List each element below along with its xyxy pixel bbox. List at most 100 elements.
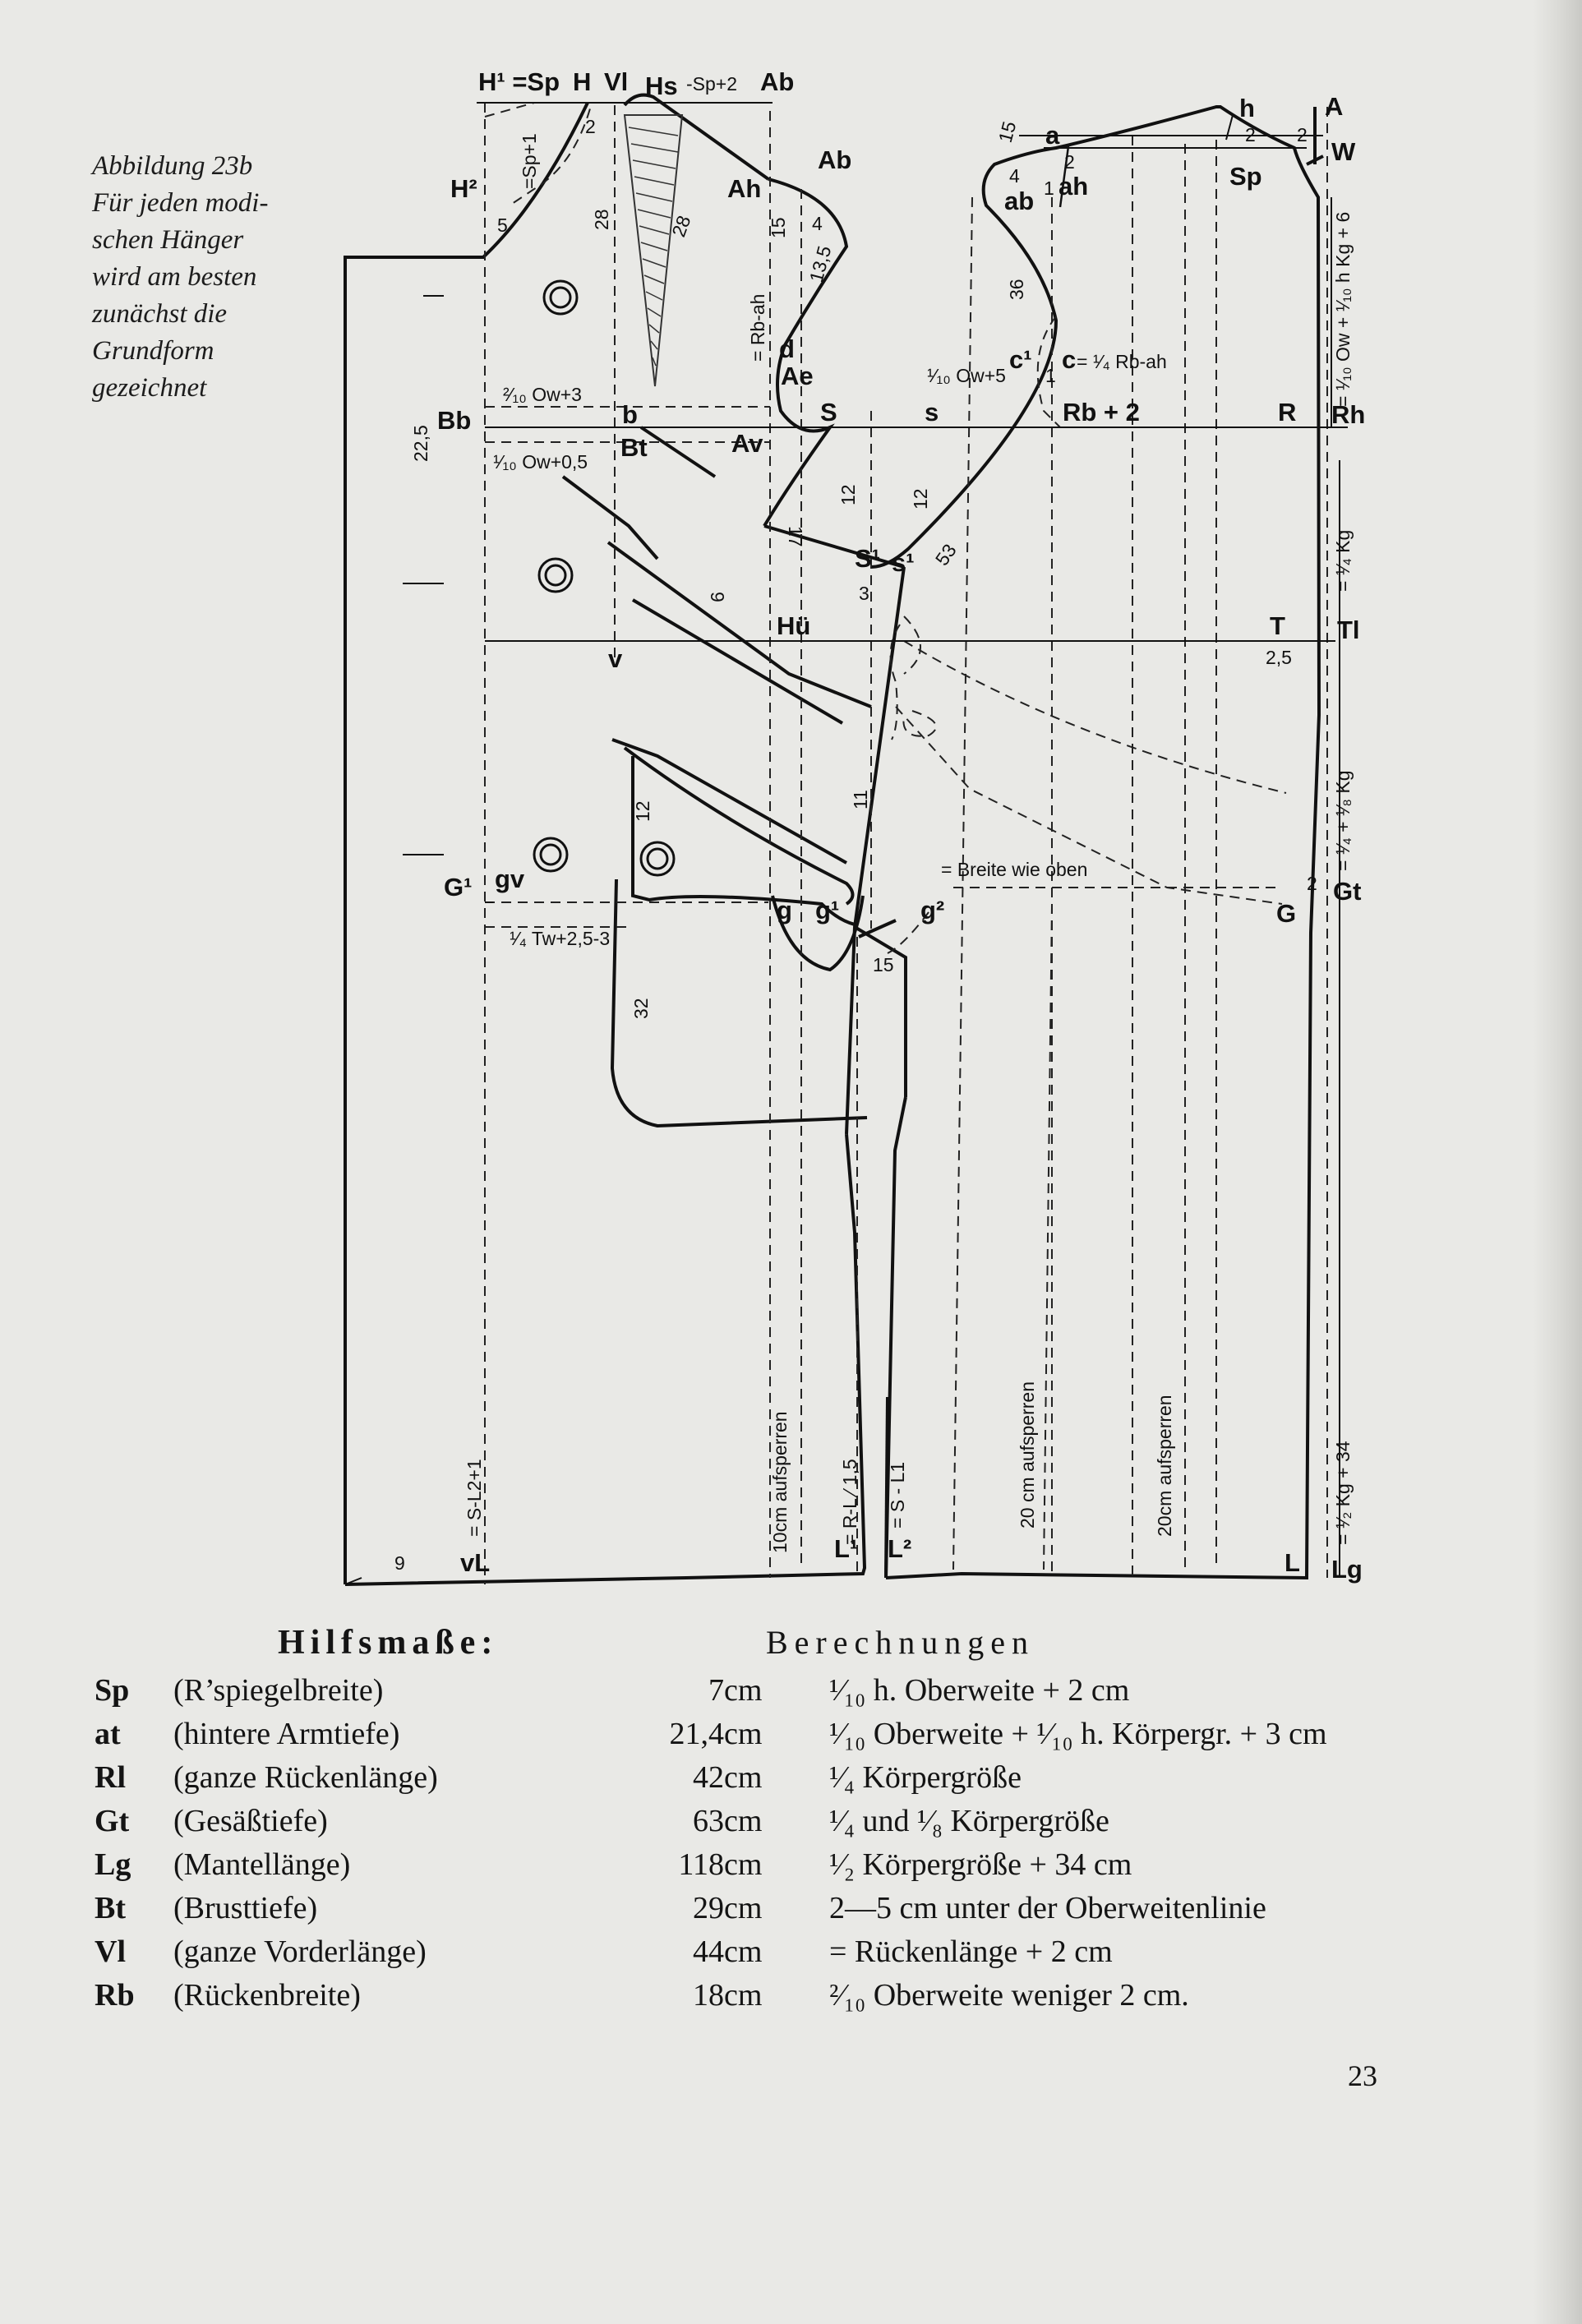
measure-description: (ganze Rückenlänge) xyxy=(173,1759,438,1795)
calc-heading: Berechnungen xyxy=(766,1624,1035,1661)
measure-value: 29 xyxy=(693,1890,724,1925)
label-Hu: Hü xyxy=(777,611,810,640)
label-S1: S¹ xyxy=(855,544,880,573)
measure-unit: cm xyxy=(724,1890,763,1925)
label-n4b: 4 xyxy=(1009,165,1020,187)
caption-line: Grundform xyxy=(92,336,214,366)
measure-description: (Gesäßtiefe) xyxy=(173,1803,328,1838)
measure-unit: cm xyxy=(724,1847,763,1882)
measure-description: (R’spiegelbreite) xyxy=(173,1672,384,1708)
measure-abbr: Rl xyxy=(95,1759,126,1795)
label-b: b xyxy=(622,400,638,429)
measure-abbr: Vl xyxy=(95,1934,126,1969)
label-n32: 32 xyxy=(630,998,652,1019)
measure-description: (hintere Armtiefe) xyxy=(173,1716,400,1751)
caption-line: zunächst die xyxy=(92,299,228,329)
label-ab: ab xyxy=(1004,187,1034,215)
label-sp1: =Sp+1 xyxy=(519,133,540,189)
pattern-outline xyxy=(344,93,1324,1586)
label-G1: G¹ xyxy=(444,873,472,901)
label-sl2: = S-L2+1 xyxy=(464,1459,485,1537)
label-g2: g² xyxy=(920,896,944,925)
label-ten-cm: 10cm aufsperren xyxy=(769,1411,791,1553)
measure-calculation: ¹⁄₄ und ¹⁄₈ Körpergröße xyxy=(829,1803,1109,1838)
measure-abbr: Sp xyxy=(95,1672,130,1708)
label-H2: H² xyxy=(450,174,477,203)
label-Av: Av xyxy=(731,429,763,458)
label-kg14: = ¹⁄₄ Kg xyxy=(1332,530,1354,592)
label-twenty-a: 20 cm aufsperren xyxy=(1017,1381,1038,1529)
label-L: L xyxy=(1285,1548,1300,1577)
label-n4: 4 xyxy=(812,213,823,234)
label-n36: 36 xyxy=(1006,279,1027,300)
label-n135: 13,5 xyxy=(805,243,836,284)
label-h: h xyxy=(1239,94,1255,122)
page-edge-shadow xyxy=(1533,0,1582,2324)
label-Gt: Gt xyxy=(1333,877,1361,906)
label-breite: = Breite wie oben xyxy=(941,859,1087,880)
neck-hatching xyxy=(623,114,684,387)
measure-calculation: ¹⁄₄ Körpergröße xyxy=(829,1759,1022,1795)
label-n12a: 12 xyxy=(837,484,859,505)
label-H: H xyxy=(573,67,591,96)
measure-unit: cm xyxy=(724,1759,763,1795)
measure-abbr: Bt xyxy=(95,1890,126,1925)
label-n225: 22,5 xyxy=(410,425,431,462)
label-c-formula: = ¹⁄₄ Rb-ah xyxy=(1077,351,1167,372)
label-n2b: 2 xyxy=(1064,151,1075,173)
label-Ab-top: Ab xyxy=(760,67,794,96)
label-G: G xyxy=(1276,899,1296,928)
label-n1: 1 xyxy=(1044,178,1054,199)
label-n9b: 9 xyxy=(394,1552,405,1574)
label-n11: 11 xyxy=(850,790,871,809)
label-a: a xyxy=(1045,121,1060,150)
label-c1: c¹ xyxy=(1009,345,1032,374)
label-Ah: Ah xyxy=(727,174,761,203)
label-ow-2-10: ²⁄₁₀ Ow+3 xyxy=(503,384,582,405)
label-A: A xyxy=(1325,92,1343,121)
label-rl15: = R-L ⁄ 1,5 xyxy=(839,1459,860,1545)
measure-value: 118 xyxy=(678,1847,724,1882)
label-T: T xyxy=(1270,611,1285,640)
label-n15c: 15 xyxy=(873,954,894,975)
label-rb-ah: = Rb-ah xyxy=(747,294,768,362)
caption-line: Für jeden modi- xyxy=(92,188,269,218)
measure-unit: cm xyxy=(724,1977,763,2013)
measure-value: 44 xyxy=(693,1934,724,1969)
measure-abbr: Lg xyxy=(95,1847,131,1882)
label-Bb: Bb xyxy=(437,406,471,435)
measure-value: 42 xyxy=(693,1759,724,1795)
label-Vl: Vl xyxy=(604,67,628,96)
measure-calculation: ²⁄₁₀ Oberweite weniger 2 cm. xyxy=(829,1977,1189,2013)
measure-abbr: Gt xyxy=(95,1803,130,1838)
label-L2: L² xyxy=(888,1534,911,1563)
figure-caption: Abbildung 23b Für jeden modi- schen Häng… xyxy=(92,148,339,407)
label-v: v xyxy=(608,644,623,673)
label-Rb2: Rb + 2 xyxy=(1063,398,1140,427)
label-n1b: 1 xyxy=(1045,365,1056,386)
label-c: c xyxy=(1062,345,1076,374)
label-sl1: = S - L1 xyxy=(887,1462,908,1529)
label-n28a: 28 xyxy=(591,209,612,230)
label-n5: 5 xyxy=(497,214,508,236)
caption-line: wird am besten xyxy=(92,262,257,292)
label-L1: L¹ xyxy=(834,1534,858,1563)
label-kg34: = ¹⁄₂ Kg + 34 xyxy=(1332,1441,1354,1545)
label-n25: 2,5 xyxy=(1266,647,1292,668)
label-n2d: 2 xyxy=(1297,124,1308,145)
label-hs-formula: -Sp+2 xyxy=(686,73,737,95)
label-g1: g¹ xyxy=(815,896,839,925)
measure-description: (Mantellänge) xyxy=(173,1847,351,1882)
label-Rh: Rh xyxy=(1331,400,1365,429)
label-ow-1-10: ¹⁄₁₀ Ow+0,5 xyxy=(493,451,588,473)
label-n2c: 2 xyxy=(1245,124,1256,145)
caption-title: Abbildung 23b xyxy=(92,151,253,181)
label-s1: s¹ xyxy=(892,548,915,577)
measure-value: 21,4 xyxy=(669,1716,725,1751)
